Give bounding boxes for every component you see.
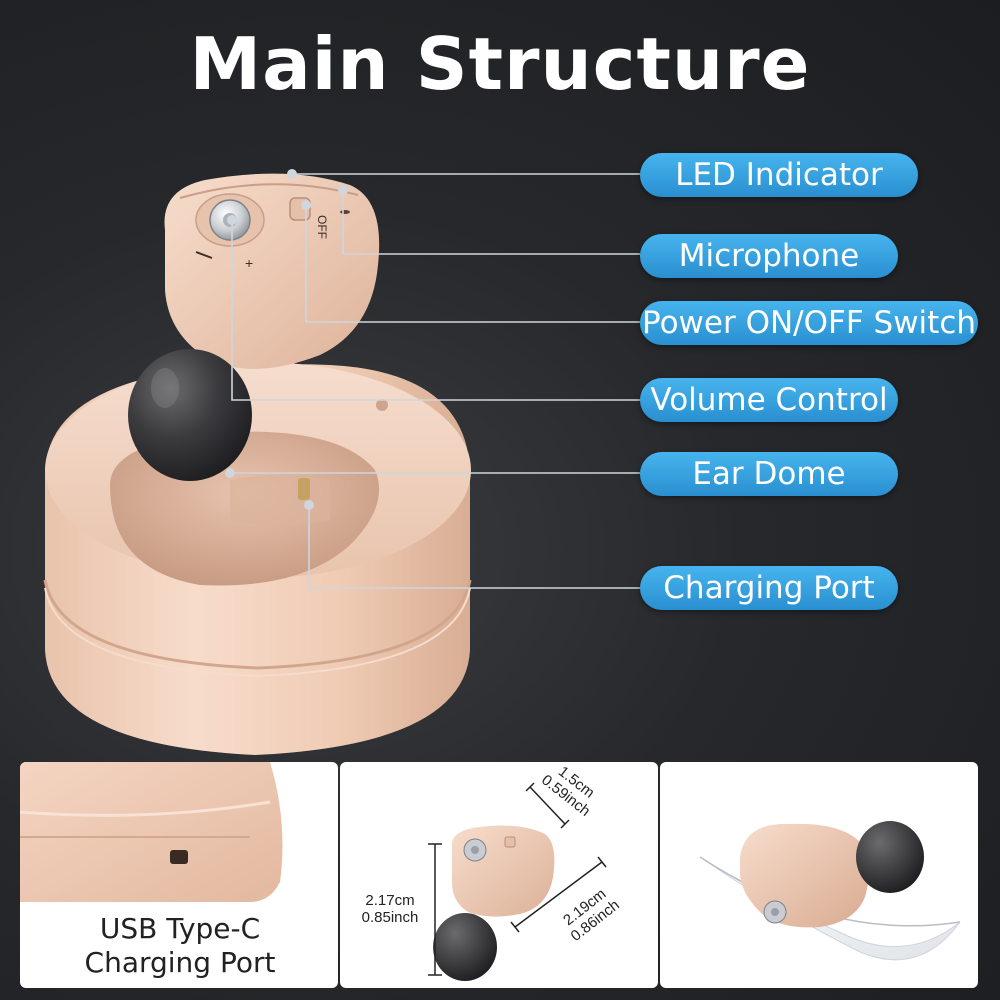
- leader-lines: [230, 173, 640, 589]
- dim-height-cm: 2.17cm: [365, 892, 415, 909]
- hearing-aid-illustration: OFF +: [43, 169, 640, 755]
- dim-height: 2.17cm 0.85inch: [350, 892, 430, 926]
- page-title: Main Structure: [189, 22, 811, 106]
- usb-caption: USB Type-C Charging Port: [20, 912, 338, 980]
- label-charging-port: Charging Port: [640, 566, 898, 610]
- hearing-aid-device: OFF +: [128, 173, 380, 481]
- label-led-indicator: LED Indicator: [640, 153, 918, 197]
- label-volume-control: Volume Control: [640, 378, 898, 422]
- switch-marking: OFF: [315, 215, 329, 239]
- charging-case: [43, 362, 472, 755]
- dimension-drawing: [428, 782, 607, 981]
- feather-scene: [699, 821, 961, 961]
- usb-caption-line2: Charging Port: [84, 946, 276, 979]
- plus-marking: +: [245, 255, 253, 271]
- label-ear-dome: Ear Dome: [640, 452, 898, 496]
- case-closeup: [20, 762, 283, 902]
- panel-dimensions: 1.5cm 0.59inch 2.17cm 0.85inch 2.19cm 0.…: [340, 762, 658, 988]
- dim-height-in: 0.85inch: [361, 909, 419, 926]
- panel-feather: [660, 762, 978, 988]
- ear-dome-shape: [128, 349, 252, 481]
- leader-dots: [225, 169, 348, 510]
- usb-port-icon: [170, 850, 188, 864]
- label-power-switch: Power ON/OFF Switch: [640, 301, 978, 345]
- panel-usb-port: USB Type-C Charging Port: [20, 762, 338, 988]
- usb-caption-line1: USB Type-C: [99, 912, 261, 945]
- label-microphone: Microphone: [640, 234, 898, 278]
